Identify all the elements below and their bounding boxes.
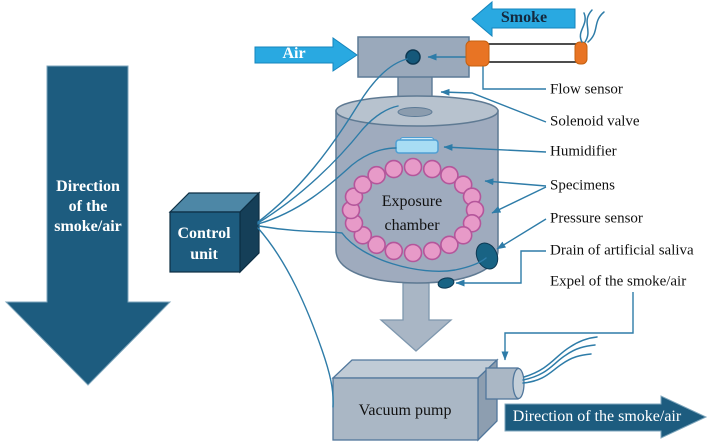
left-arrow-label-line2: of the (68, 198, 108, 215)
leader-flow-sensor (427, 53, 546, 90)
specimen (440, 165, 459, 185)
specimen (384, 159, 404, 179)
cigarette-smoke-curl (579, 12, 586, 43)
exhaust-curl (522, 344, 596, 381)
left-arrow-label-line1: Direction (56, 178, 120, 195)
vacuum-pump-label: Vacuum pump (358, 402, 452, 419)
pressure-sensor (475, 242, 499, 270)
cigarette-body (486, 43, 579, 63)
wire-vacuum-pump (257, 227, 334, 408)
specimen (384, 241, 404, 261)
specimens-ring (341, 157, 485, 263)
callout-solenoid-valve: Solenoid valve (550, 113, 640, 130)
bottom-arrow-label: Direction of the smoke/air (512, 408, 682, 425)
wire-flow-sensor (257, 58, 408, 223)
flow-sensor-dot (405, 49, 421, 65)
control-wires (257, 58, 487, 408)
left-direction-arrow (4, 65, 172, 386)
control-unit (168, 191, 261, 274)
bottom-direction-arrow (504, 395, 708, 439)
exhaust-curl (522, 353, 592, 384)
cigarette (465, 9, 605, 67)
leader-specimens-2 (491, 186, 547, 214)
leader-expel (501, 292, 634, 361)
callout-specimens: Specimens (550, 177, 615, 194)
leader-pressure-sensor (496, 218, 547, 250)
specimen (367, 235, 386, 255)
wire-solenoid-valve (257, 105, 399, 224)
specimen (422, 241, 442, 261)
wire-humidifier (257, 147, 397, 225)
pump-exhaust-curls (522, 336, 598, 384)
cigarette-smoke-curl (587, 11, 605, 43)
leader-drain (455, 250, 546, 287)
callout-flow-sensor: Flow sensor (550, 81, 623, 98)
specimen (422, 159, 442, 179)
leader-specimens-1 (484, 178, 547, 187)
specimen (403, 157, 423, 177)
specimen (440, 235, 459, 255)
vacuum-pump (331, 358, 525, 442)
specimen (367, 165, 386, 185)
smoke-arrow (471, 0, 576, 38)
callout-leaders (427, 53, 634, 361)
control-unit-label-line1: Control (177, 225, 231, 242)
solenoid-valve-base (397, 107, 433, 117)
exposure-chamber-label-line1: Exposure (381, 193, 443, 210)
leader-solenoid-valve (440, 88, 547, 123)
pump-outlet-cap (512, 367, 525, 400)
drain-port (437, 277, 455, 289)
vacuum-pump-front (332, 377, 479, 441)
callout-drain: Drain of artificial saliva (550, 242, 694, 259)
cigarette-smoke-curl (584, 9, 593, 43)
exhaust-curl (523, 336, 598, 378)
leader-humidifier (443, 143, 547, 153)
cigarette-tip (574, 41, 588, 65)
air-arrow-label: Air (282, 45, 306, 62)
smoke-arrow-label: Smoke (500, 9, 548, 26)
air-arrow (254, 37, 358, 72)
specimen (353, 175, 373, 194)
chamber-outlet-arrow (379, 282, 453, 352)
callout-pressure-sensor: Pressure sensor (550, 210, 643, 227)
specimen (453, 226, 473, 245)
specimen (403, 243, 423, 263)
wire-pressure-sensor (258, 225, 487, 272)
left-arrow-label-line3: smoke/air (54, 218, 122, 235)
vacuum-pump-top (331, 359, 499, 379)
cigarette-filter (465, 40, 490, 67)
control-unit-front (169, 211, 241, 273)
callout-expel: Expel of the smoke/air (550, 273, 687, 290)
humidifier (395, 139, 439, 154)
callout-humidifier: Humidifier (550, 143, 617, 160)
control-unit-label-line2: unit (190, 246, 218, 263)
exposure-chamber-label-line2: chamber (384, 217, 440, 234)
